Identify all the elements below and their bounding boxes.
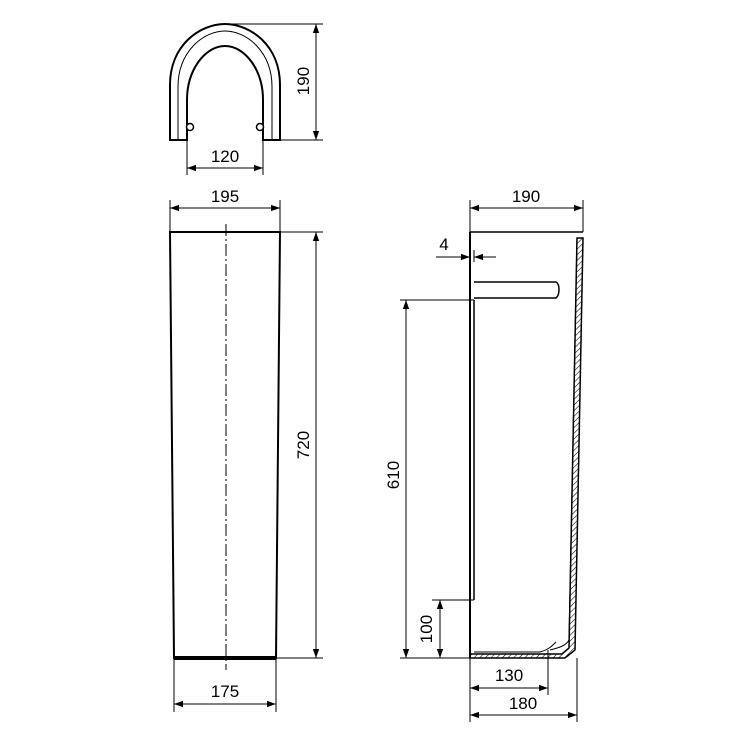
dimension-side-height: 610	[384, 461, 403, 489]
fixing-hole-left	[185, 122, 195, 132]
dimension-side-base-height: 100	[417, 615, 436, 643]
front-view-outline	[168, 231, 282, 659]
dimension-front-height: 720	[294, 431, 313, 459]
top-view-outline	[169, 22, 281, 141]
side-view-inner-contour	[549, 237, 578, 651]
dimension-side-wall: 4	[439, 235, 448, 254]
side-view-base-lip	[474, 641, 557, 653]
fixing-hole-right	[255, 122, 265, 132]
front-view: 195 720 175	[168, 187, 323, 712]
dimension-top-height: 190	[294, 67, 313, 95]
top-view: 190 120	[169, 22, 323, 175]
dimension-front-bottom-width: 175	[211, 682, 239, 701]
side-view-front-wall-section	[469, 237, 584, 659]
side-view: 190 4 610 100 130 180	[384, 187, 584, 722]
dimension-top-inner-width: 120	[211, 147, 239, 166]
top-view-inner-contour	[177, 30, 273, 140]
dimension-side-top-width: 190	[512, 187, 540, 206]
dimension-side-foot: 130	[495, 666, 523, 685]
side-view-shelf	[474, 281, 560, 299]
dimension-front-top-width: 195	[211, 187, 239, 206]
dimension-side-bottom-width: 180	[509, 694, 537, 713]
